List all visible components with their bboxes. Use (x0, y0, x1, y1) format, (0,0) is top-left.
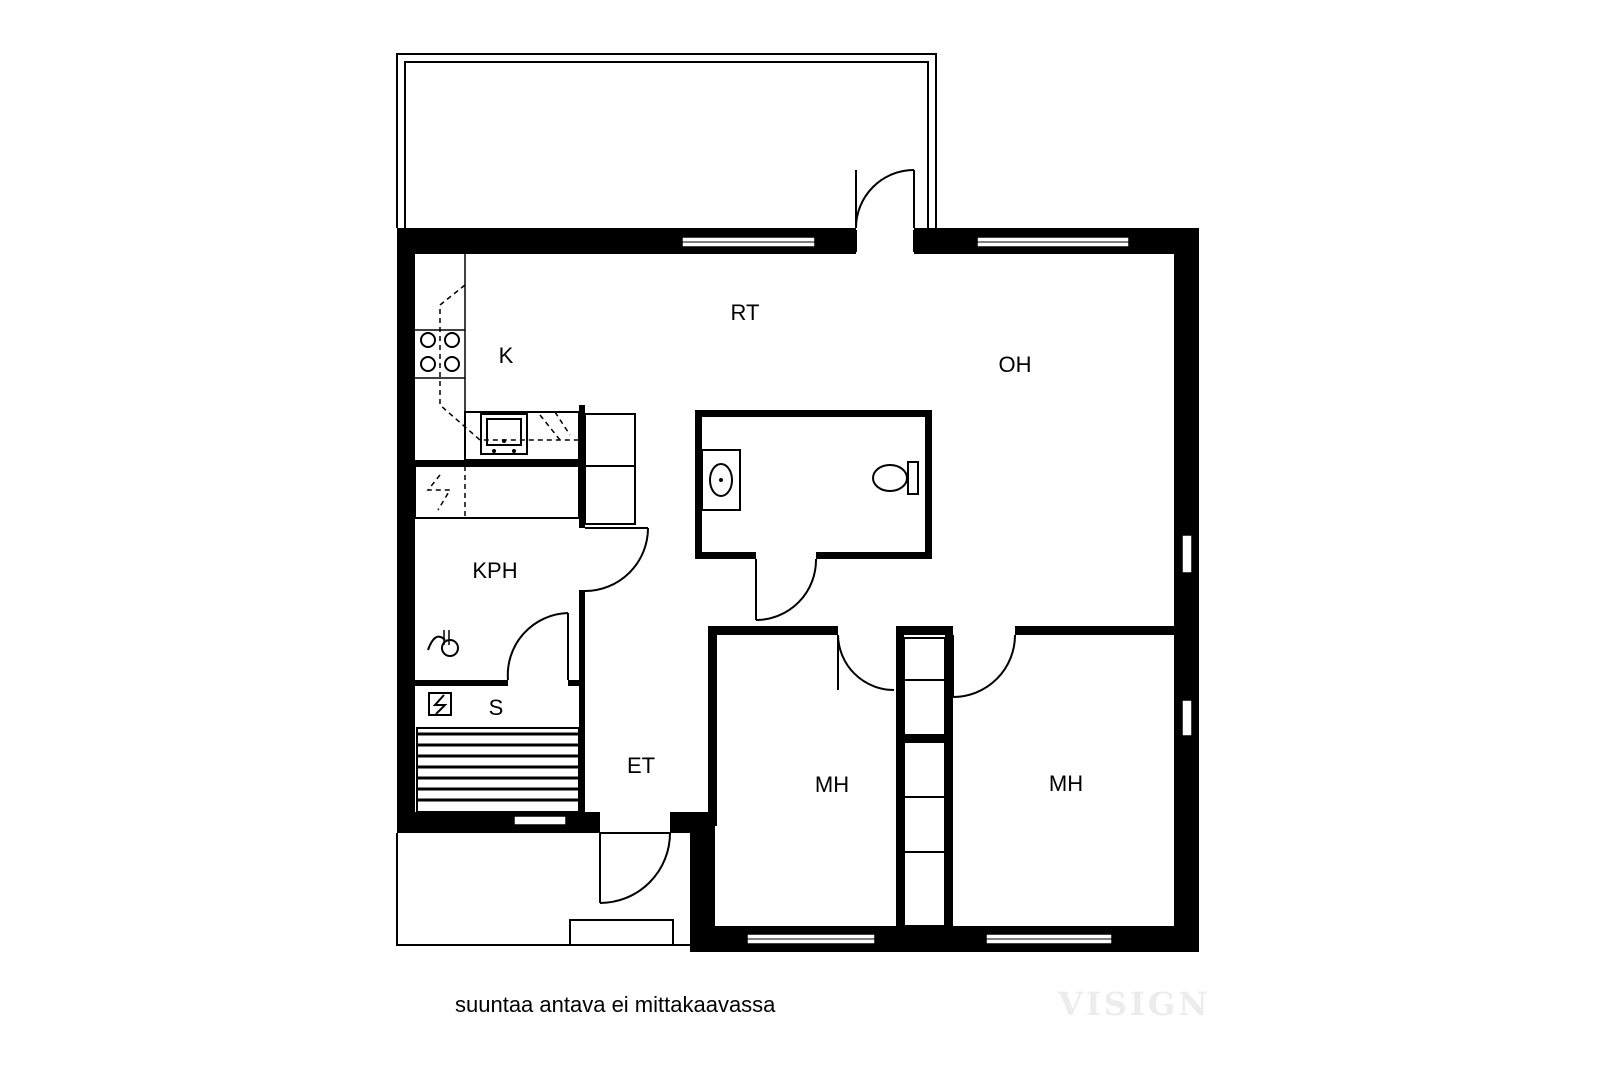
room-label-oh: OH (999, 352, 1032, 377)
room-label-mh-2: MH (1049, 771, 1083, 796)
caption: suuntaa antava ei mittakaavassa (455, 992, 776, 1017)
exterior-walls (397, 228, 1199, 952)
room-label-k: K (499, 343, 514, 368)
kitchen-counter (415, 254, 580, 461)
kitchen-sink-icon (480, 413, 528, 455)
sauna-bench (416, 727, 580, 813)
room-label-rt: RT (731, 300, 760, 325)
windows (513, 236, 1193, 945)
stove-icon (420, 332, 460, 372)
wc-sink-icon (701, 449, 741, 511)
wardrobe-units (584, 413, 953, 927)
room-label-kph: KPH (472, 558, 517, 583)
interior-walls (415, 405, 1180, 926)
sauna-bench-slats (417, 732, 579, 802)
room-label-s: S (489, 695, 504, 720)
watermark-logo: VISIGN (1057, 985, 1210, 1023)
toilet-icon (872, 461, 919, 495)
entrance-porch (396, 833, 690, 946)
balcony (396, 53, 937, 228)
doors (506, 169, 1016, 904)
room-label-mh-1: MH (815, 772, 849, 797)
bathroom-counter (414, 465, 580, 519)
shower-icon (427, 630, 459, 657)
room-label-et: ET (627, 753, 655, 778)
sauna-stove-icon (428, 692, 452, 716)
